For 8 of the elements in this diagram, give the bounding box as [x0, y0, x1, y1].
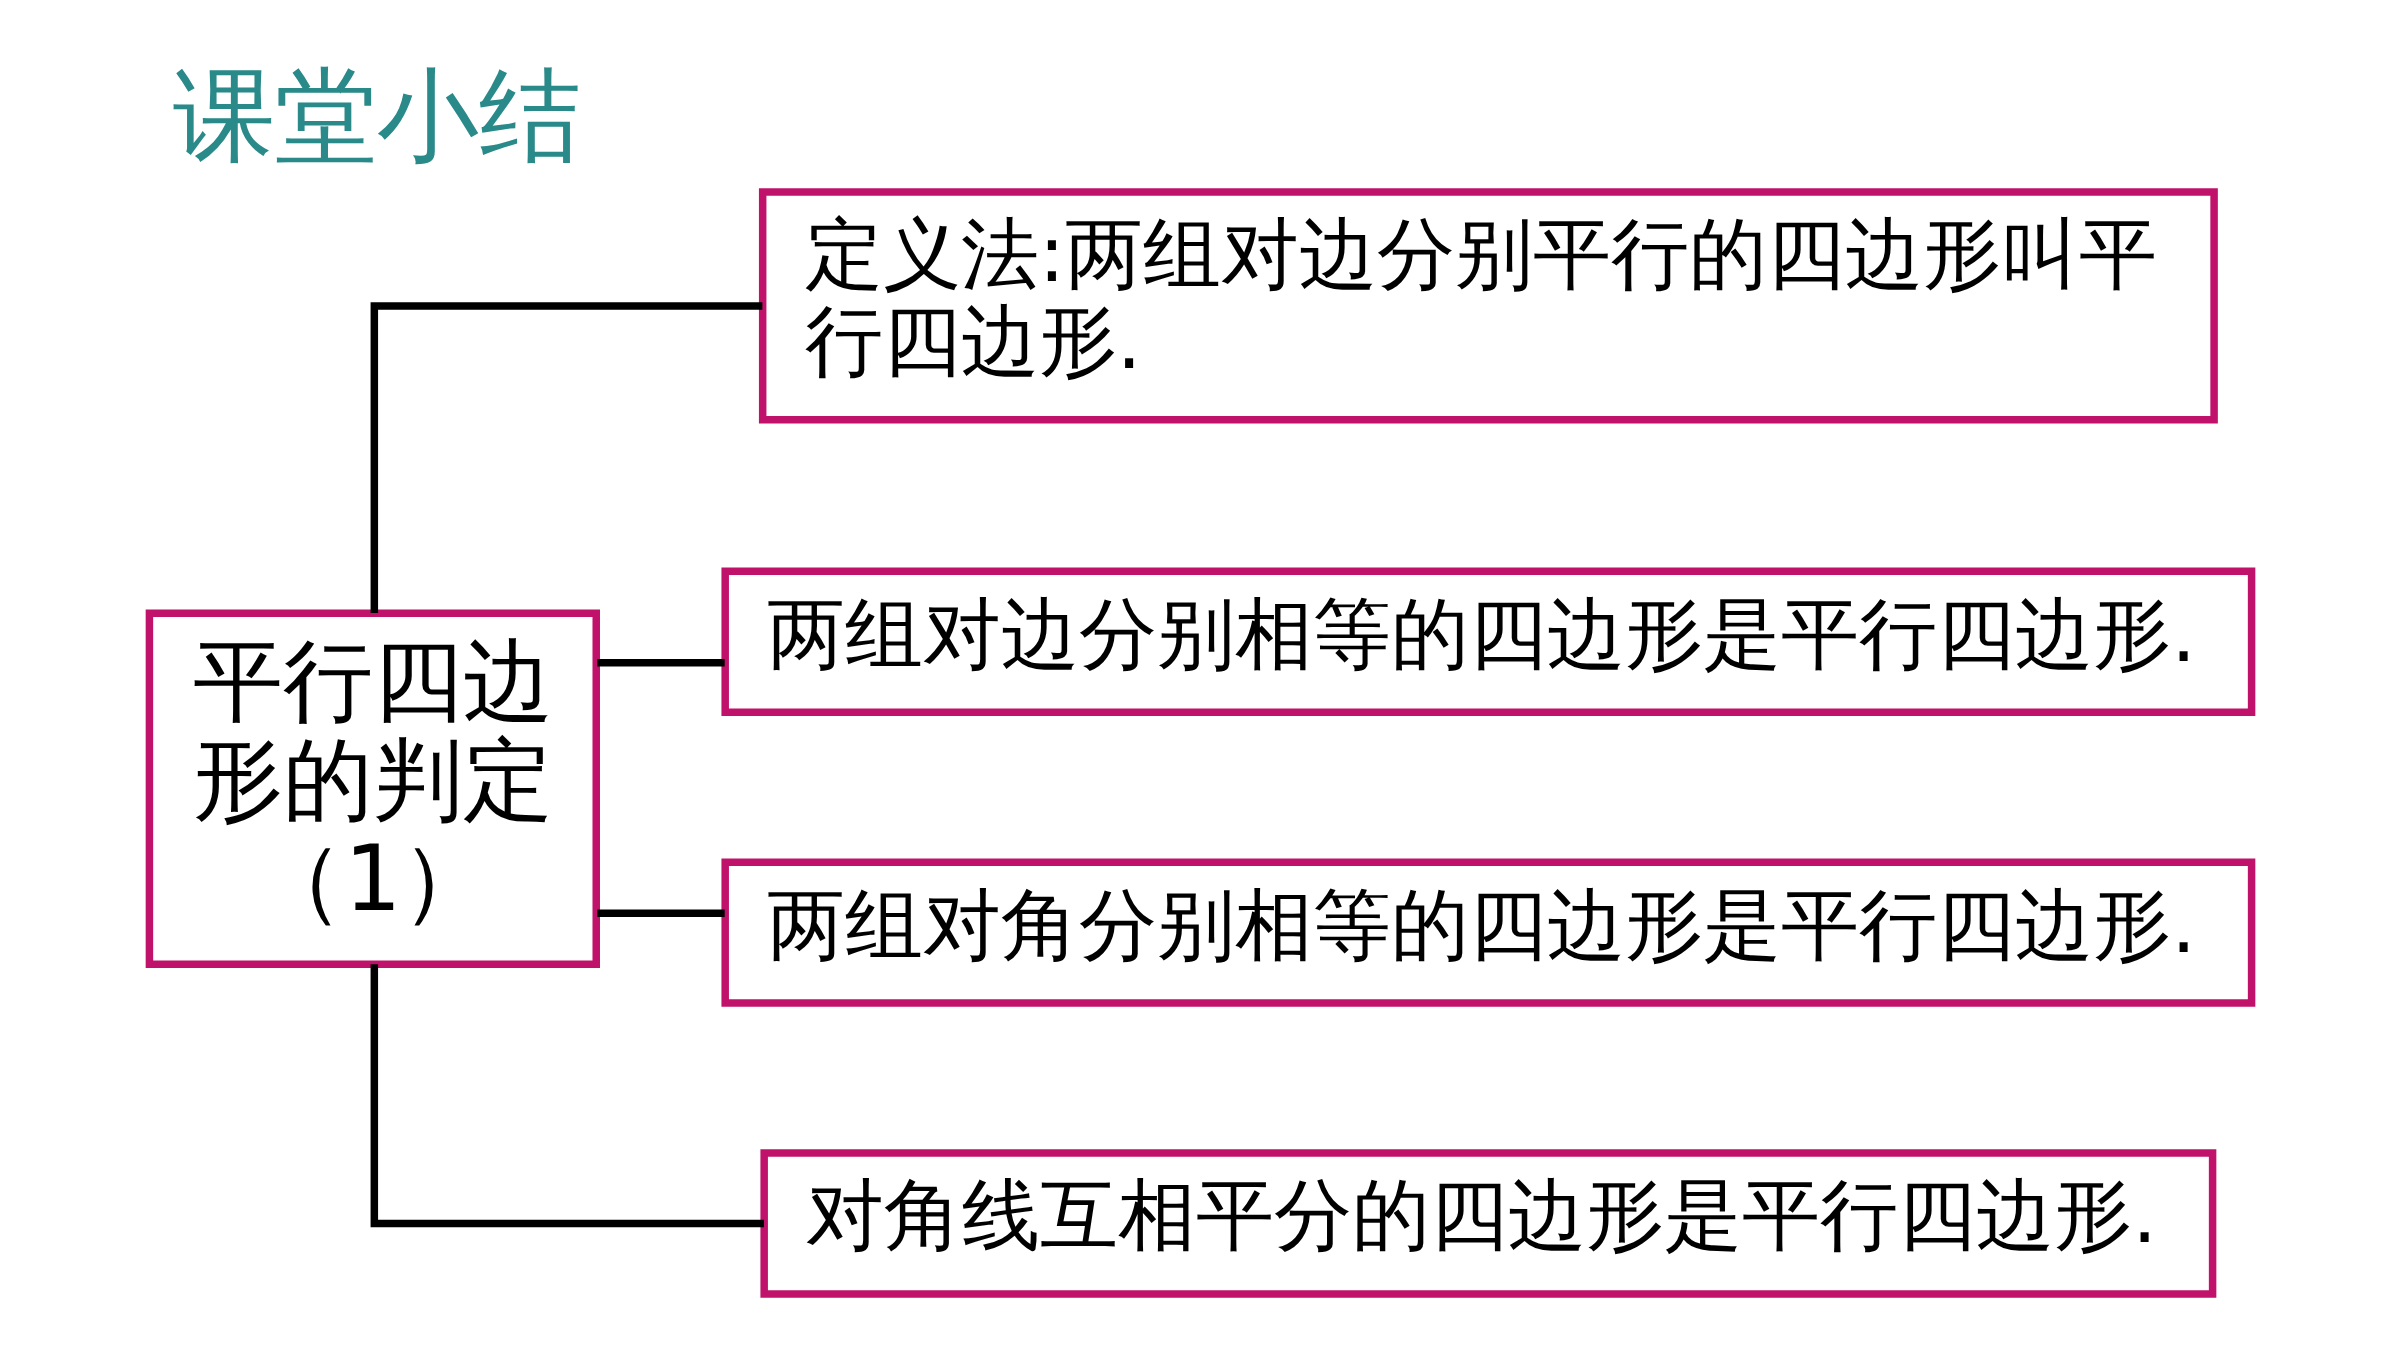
diagram-title: 课堂小结: [172, 55, 581, 175]
node-box: 平行四边形的判定（1）: [145, 609, 600, 968]
node-box: 两组对边分别相等的四边形是平行四边形.: [720, 567, 2255, 716]
connector: [596, 658, 725, 666]
node-box: 两组对角分别相等的四边形是平行四边形.: [720, 857, 2255, 1007]
node-box: 定义法:两组对边分别平行的四边形叫平行四边形.: [758, 187, 2218, 424]
connector: [596, 908, 725, 917]
node-box: 对角线互相平分的四边形是平行四边形.: [759, 1148, 2216, 1298]
